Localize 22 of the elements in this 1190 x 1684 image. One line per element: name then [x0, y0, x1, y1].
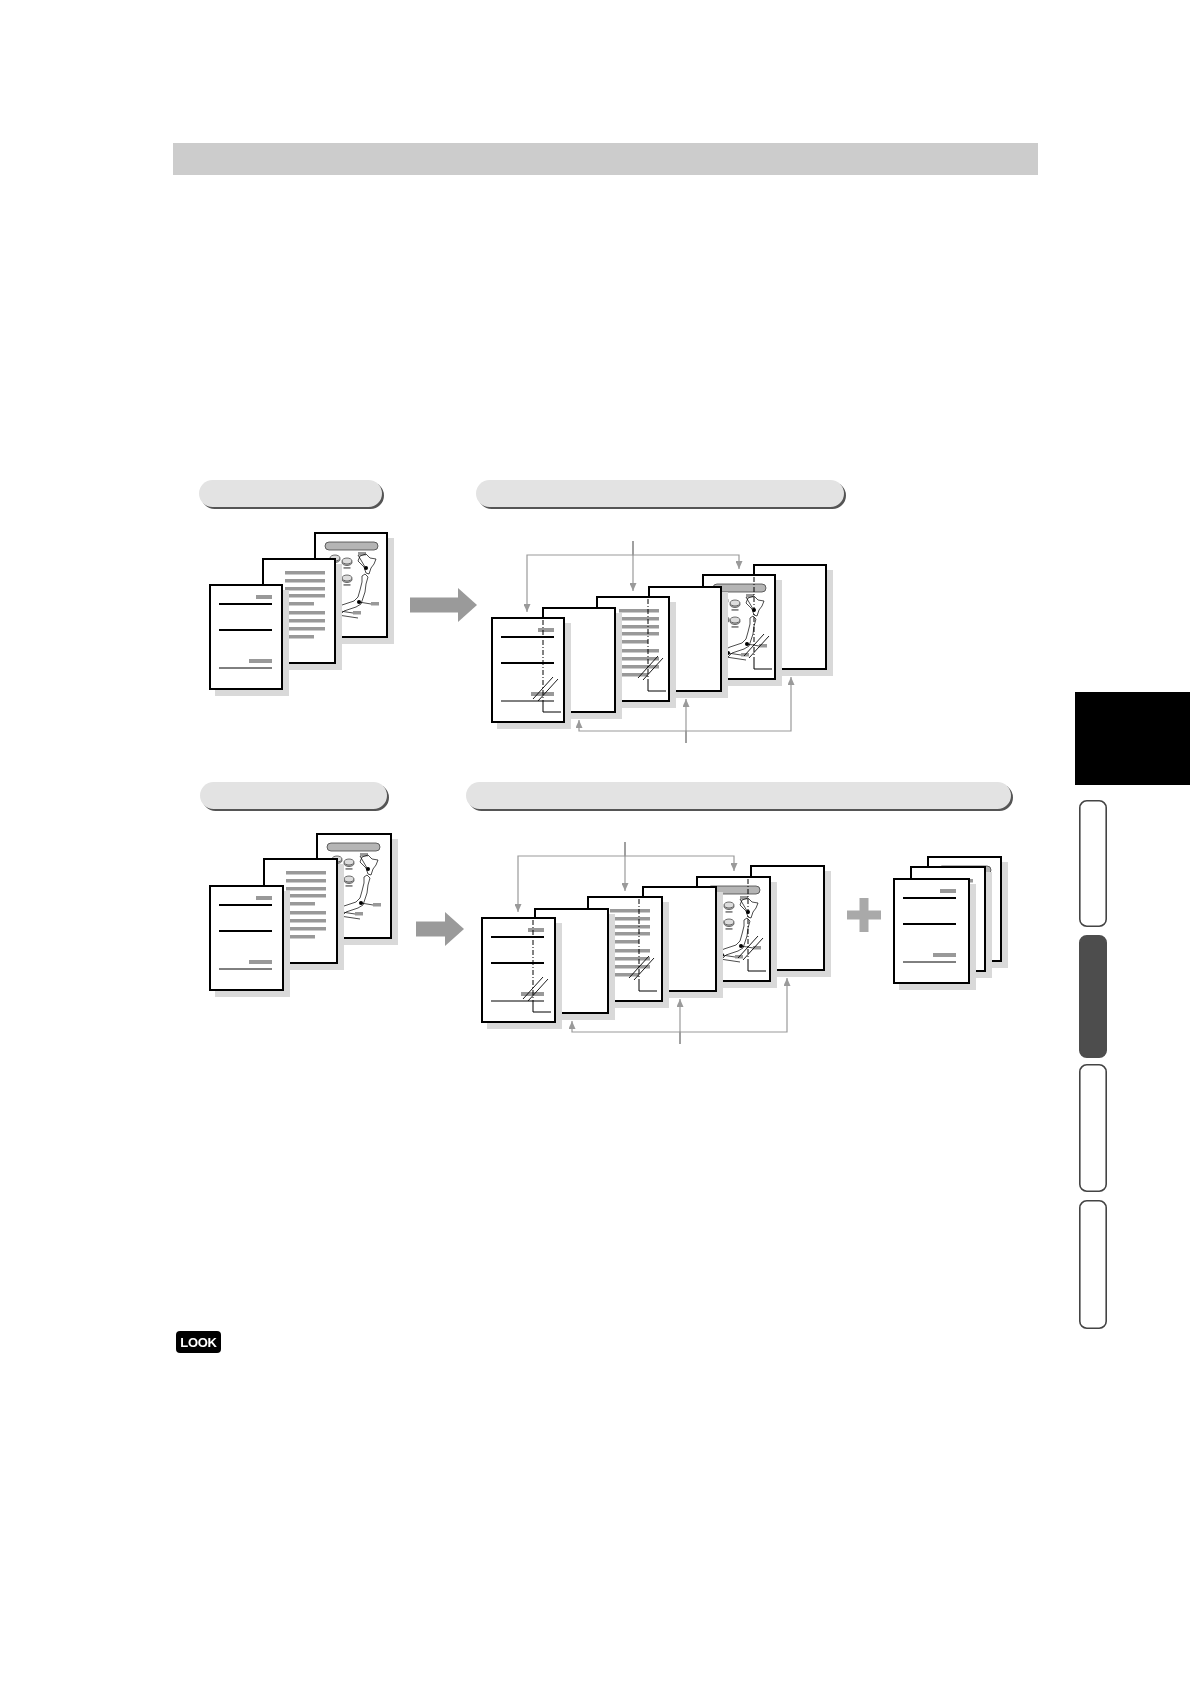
heading-pill [476, 480, 846, 509]
leader-arrow [632, 540, 743, 570]
chapter-tab [1075, 692, 1190, 785]
leader-arrow [679, 977, 791, 1045]
leader-arrow [624, 841, 738, 872]
heading-pill [199, 480, 384, 509]
form-page-drawing [491, 617, 571, 729]
form-page-drawing [481, 917, 562, 1029]
leader-arrow [685, 676, 795, 744]
header-bar [173, 143, 1038, 175]
notice-label: LOOK [176, 1331, 221, 1353]
index-tab [1079, 1200, 1107, 1329]
form-page-drawing [893, 878, 976, 990]
block-arrow [410, 588, 477, 622]
heading-pill [200, 782, 389, 811]
form-page-drawing [209, 584, 289, 696]
index-tab [1079, 1064, 1107, 1192]
form-page-drawing [209, 885, 290, 997]
heading-pill [466, 782, 1013, 811]
block-arrow [416, 912, 464, 946]
index-tab [1079, 935, 1107, 1058]
index-tab [1079, 800, 1107, 927]
